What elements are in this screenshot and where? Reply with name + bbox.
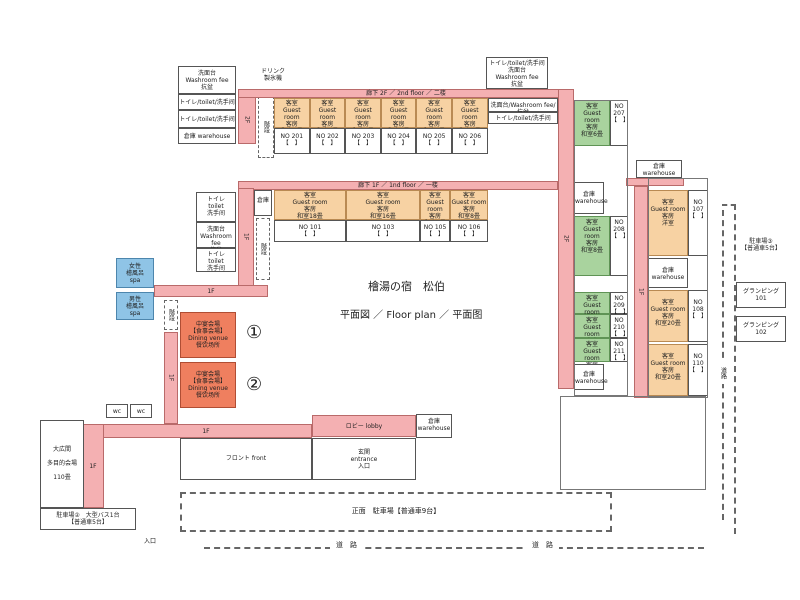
- east-outline-bottom: [560, 396, 706, 490]
- wc-1: wc: [106, 404, 128, 418]
- marker-1: ①: [246, 322, 263, 343]
- corridor-2f-east: 2F: [558, 89, 574, 389]
- corridor-2f-west: 2F: [238, 96, 256, 144]
- corridor-1f-hall: 1F: [82, 424, 104, 508]
- room-number-1f-3: NO 105【 】: [420, 220, 450, 242]
- page-subtitle: 平面図 ／ Floor plan ／ 平面图: [340, 310, 483, 321]
- drink-ice-machine: ドリンク製氷機: [260, 68, 285, 82]
- toilet-2f-a: トイレ/toilet/洗手间: [178, 94, 236, 110]
- corridor-1f-west: 1F: [238, 188, 254, 286]
- lobby: ロビー lobby: [312, 415, 416, 437]
- parking-front: 正面 駐車場【普通車9台】: [180, 492, 612, 532]
- room-number-1f-1: NO 101【 】: [274, 220, 346, 242]
- parking-3: 駐車場③【普通車5台】: [741, 238, 781, 252]
- warehouse-2f: 倉庫 warehouse: [178, 128, 236, 144]
- corridor-1f-spa: 1F: [154, 285, 268, 297]
- toilet-wide: トイレ/toilet/洗手间: [488, 112, 558, 124]
- road-label-2: 道 路: [526, 542, 559, 549]
- room-number-east-2f-4: NO 210【 】: [610, 314, 629, 338]
- corridor-1f-east: 1F: [634, 186, 648, 398]
- corridor-2f: 廊下 2F ／ 2nd floor ／ 二楼: [238, 89, 574, 98]
- stairs-2f: 階段: [258, 96, 274, 158]
- room-number-1f-4: NO 106【 】: [450, 220, 488, 242]
- washroom-wide: 洗面台/Washroom fee/抗盆: [488, 98, 558, 116]
- room-number-east-2f-2: NO 208【 】: [610, 216, 629, 276]
- room-number-2f-2: NO 202【 】: [309, 128, 346, 154]
- page-title: 檜湯の宿 松伯: [368, 280, 445, 293]
- stairs-dining: 階段: [164, 300, 178, 330]
- parking-2: 駐車場② 大型バス1台【普通車5台】: [40, 508, 136, 530]
- parking-3-area: [722, 204, 736, 534]
- room-number-2f-1: NO 201【 】: [274, 128, 310, 154]
- toilet-2f-b: トイレ/toilet/洗手间: [178, 110, 236, 128]
- room-number-2f-4: NO 204【 】: [380, 128, 417, 154]
- room-number-1f-2: NO 103【 】: [346, 220, 420, 242]
- corridor-1f-dining: 1F: [164, 332, 178, 424]
- stairs-1f: 階段: [256, 218, 270, 280]
- room-number-2f-3: NO 203【 】: [345, 128, 381, 154]
- wc-2: wc: [130, 404, 152, 418]
- corridor-1f-bottom: 1F: [100, 424, 312, 438]
- room-number-east-2f-3: NO 209【 】: [610, 292, 629, 316]
- front-desk: フロント front: [180, 438, 312, 480]
- toilet-top-right: トイレ/toilet/洗手间 洗面台 Washroom fee 抗盆: [486, 57, 548, 89]
- corridor-1f: 廊下 1F ／ 1nd floor ／ 一楼: [238, 181, 558, 190]
- road-label-1: 道 路: [330, 542, 363, 549]
- room-number-2f-6: NO 206【 】: [452, 128, 488, 154]
- room-number-2f-5: NO 205【 】: [416, 128, 452, 154]
- east-outline-1f: [648, 178, 708, 398]
- marker-2: ②: [246, 374, 263, 395]
- warehouse-1f-small: 倉庫: [254, 190, 272, 216]
- road-bottom-line: [204, 547, 704, 549]
- east-outline-2f: [574, 100, 628, 396]
- entrance-label: 入口: [144, 538, 157, 545]
- road-right-label: 道路: [716, 362, 730, 384]
